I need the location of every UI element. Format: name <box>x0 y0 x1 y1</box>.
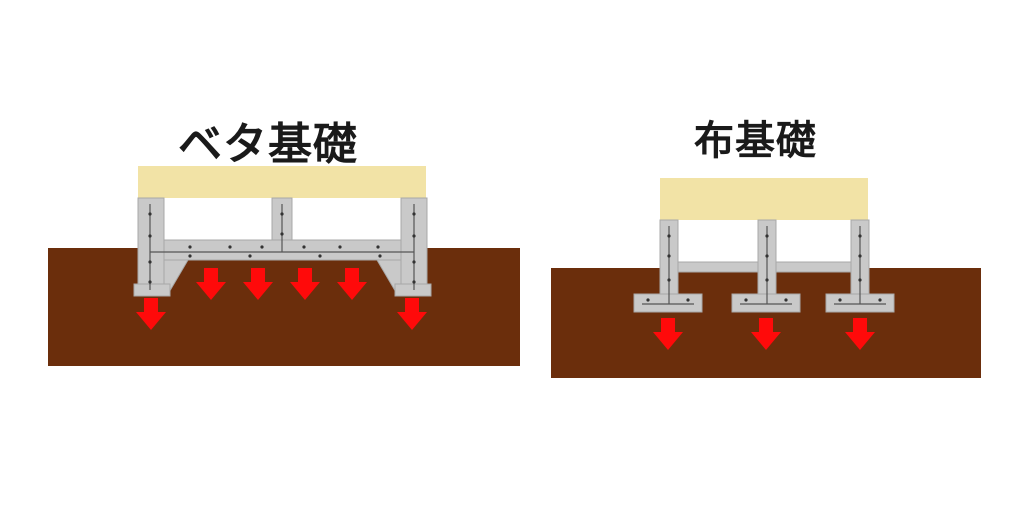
mat-foundation-title: ベタ基礎 <box>178 119 358 170</box>
strip-foundation-diagram <box>551 178 981 378</box>
floor-slab <box>660 178 868 220</box>
rebar-lines <box>642 226 886 305</box>
concrete-foundation <box>633 219 895 313</box>
floor-slab <box>138 166 426 198</box>
rebar-dots <box>148 212 416 284</box>
strip-foundation-title: 布基礎 <box>694 118 817 164</box>
rebar-dots <box>646 234 882 302</box>
rebar-lines <box>149 204 415 290</box>
mat-foundation-diagram <box>48 166 520 366</box>
soil-block <box>48 248 520 366</box>
